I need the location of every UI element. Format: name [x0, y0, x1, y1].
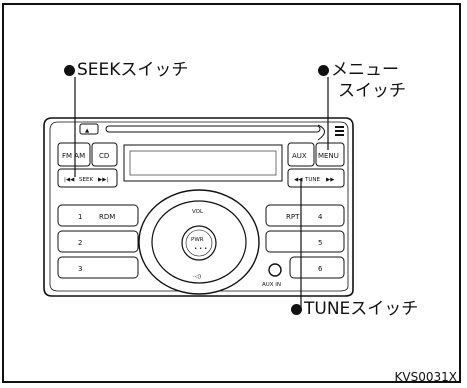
- pwr-button: [181, 225, 217, 261]
- preset-1-num: 1: [78, 213, 82, 221]
- aux-button: [287, 142, 315, 167]
- aux-label: AUX: [292, 152, 307, 160]
- bullet-dot-icon: [64, 65, 75, 76]
- preset-5-num: 5: [318, 239, 322, 247]
- disc-logo-icon: [335, 126, 344, 136]
- sound-icon: ·◁): [193, 274, 201, 280]
- eject-button: [79, 123, 99, 135]
- preset-1-label: RDM: [99, 213, 115, 221]
- slot-end-curve: [317, 124, 325, 141]
- seek-button: [57, 168, 118, 188]
- panel-outer-bezel: [43, 117, 354, 297]
- tune-callout-label: TUNEスイッチ: [304, 299, 419, 319]
- menu-button: [315, 142, 345, 167]
- cd-slot: [105, 125, 321, 133]
- figure-code: KVS0031X: [394, 370, 457, 384]
- preset-4-label: RPT: [286, 213, 300, 221]
- seek-next-icon: ▶▶|: [98, 177, 108, 183]
- cd-button: [91, 142, 118, 167]
- panel-inner-bezel: [49, 121, 349, 292]
- vol-label: VOL: [192, 209, 204, 215]
- menu-label: MENU: [318, 152, 339, 160]
- fm-am-button: [57, 142, 91, 167]
- pwr-label: PWR: [191, 237, 204, 243]
- tune-prev-icon: ◀◀: [294, 177, 303, 183]
- pwr-dots-icon: • • •: [194, 246, 207, 252]
- seek-switch-callout: SEEKスイッチ: [64, 60, 188, 81]
- preset-button-1: [57, 204, 139, 227]
- preset-button-3: [57, 256, 139, 279]
- display-inner: [129, 150, 277, 176]
- tune-button: [287, 168, 345, 188]
- tune-label: TUNE: [304, 177, 320, 183]
- aux-in-label: AUX IN: [262, 282, 281, 288]
- preset-button-4: [265, 204, 345, 227]
- fm-am-label: FM AM: [62, 152, 85, 160]
- bullet-dot-icon: [291, 304, 302, 315]
- preset-3-num: 3: [78, 265, 82, 273]
- menu-switch-callout: メニュー スイッチ: [318, 60, 406, 102]
- aux-in-jack: [268, 263, 282, 277]
- preset-4-num: 4: [318, 213, 323, 221]
- cd-label: CD: [99, 152, 109, 160]
- figure-frame: [2, 3, 461, 383]
- seek-callout-label: SEEKスイッチ: [77, 60, 189, 80]
- preset-button-5: [265, 230, 345, 253]
- menu-callout-line1: メニュー: [331, 60, 399, 80]
- eject-icon: ▲: [85, 128, 90, 134]
- preset-button-2: [57, 230, 139, 253]
- tune-next-icon: ▶▶: [326, 177, 335, 183]
- tune-switch-callout: TUNEスイッチ: [291, 299, 418, 320]
- bullet-dot-icon: [318, 65, 329, 76]
- menu-callout-line2: スイッチ: [338, 81, 406, 101]
- preset-button-6: [289, 256, 345, 279]
- seek-prev-icon: |◀◀: [64, 177, 75, 183]
- preset-6-num: 6: [318, 265, 323, 273]
- seek-label: SEEK: [79, 177, 93, 183]
- preset-2-num: 2: [78, 239, 82, 247]
